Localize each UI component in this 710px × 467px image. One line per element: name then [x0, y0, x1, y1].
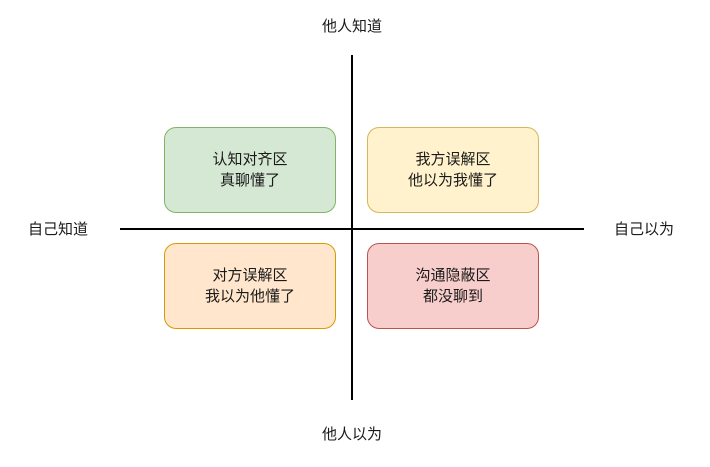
quadrant-hidden-communication: 沟通隐蔽区 都没聊到: [367, 243, 539, 329]
quadrant-description: 他以为我懂了: [407, 171, 498, 189]
quadrant-title: 我方误解区: [415, 150, 491, 168]
quadrant-title: 对方误解区: [212, 266, 288, 284]
quadrant-title: 沟通隐蔽区: [415, 266, 491, 284]
vertical-axis: [351, 55, 353, 400]
axis-label-left: 自己知道: [28, 220, 89, 238]
axis-label-bottom: 他人以为: [321, 425, 383, 443]
horizontal-axis: [120, 228, 584, 230]
quadrant-self-misunderstanding: 我方误解区 他以为我懂了: [367, 127, 539, 213]
quadrant-other-misunderstanding: 对方误解区 我以为他懂了: [164, 243, 336, 329]
axis-label-right: 自己以为: [614, 220, 675, 238]
quadrant-description: 真聊懂了: [219, 171, 280, 189]
quadrant-description: 都没聊到: [422, 287, 483, 305]
quadrant-title: 认知对齐区: [212, 150, 288, 168]
axis-label-top: 他人知道: [321, 17, 383, 35]
quadrant-cognitive-alignment: 认知对齐区 真聊懂了: [164, 127, 336, 213]
quadrant-description: 我以为他懂了: [204, 287, 295, 305]
